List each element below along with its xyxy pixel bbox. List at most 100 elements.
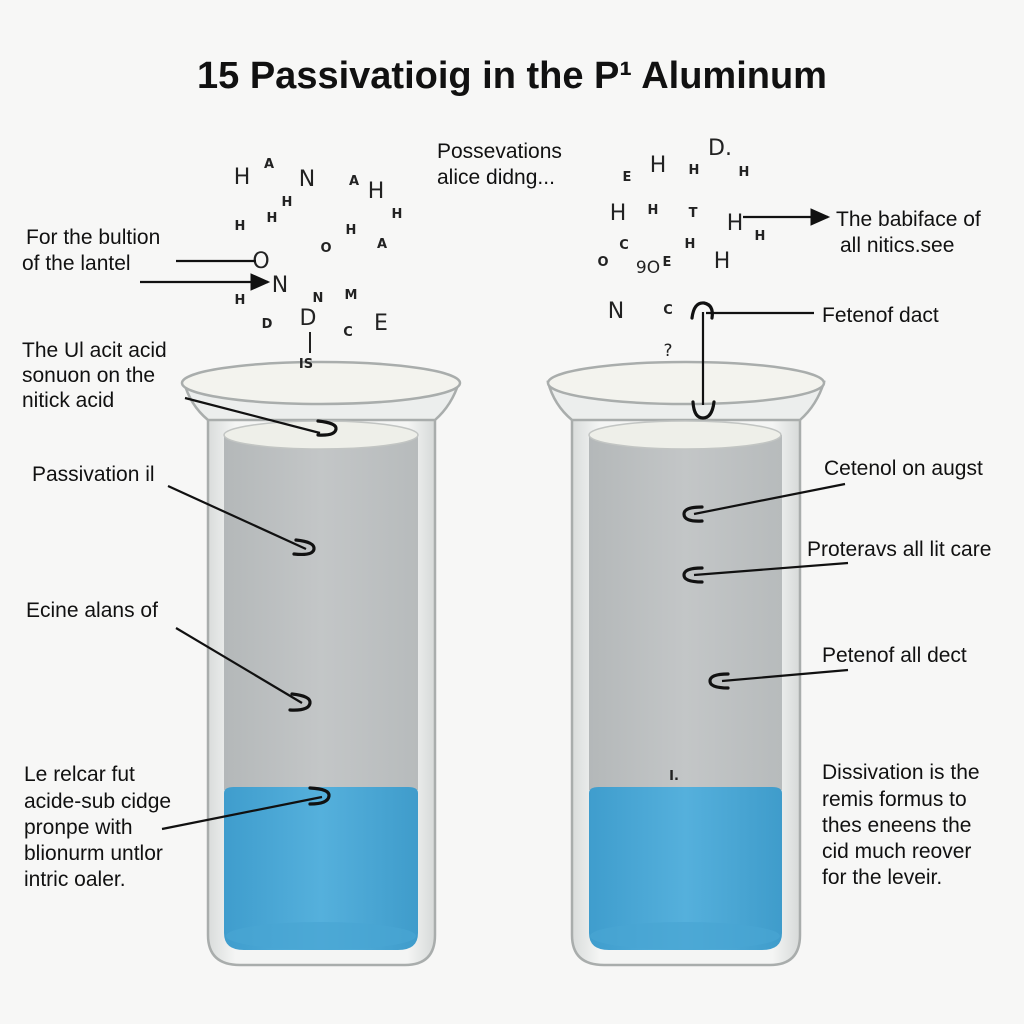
molecule-atom: C <box>619 238 629 253</box>
molecule-atom: N <box>313 291 324 306</box>
label-line: Fetenof dact <box>822 304 939 327</box>
left-molecule-cloud: H A N A H H H H H O H A O N H N M D D C … <box>234 157 403 372</box>
label-line: cid much reover <box>822 840 971 863</box>
molecule-atom: H <box>685 237 696 252</box>
hook-icon <box>292 538 316 557</box>
left-label-bultion: For the bultion of the lantel <box>22 226 271 291</box>
molecule-atom: H <box>368 179 385 204</box>
molecule-atom: ? <box>663 341 672 361</box>
right-label-dissivation: Dissivation is the remis formus to thes … <box>822 761 980 889</box>
molecule-atom: H <box>689 163 700 178</box>
left-test-tube <box>180 360 462 967</box>
hook-icon <box>708 672 730 690</box>
molecule-atom: H <box>235 219 246 234</box>
left-label-passivation: Passivation il <box>32 463 316 557</box>
molecule-atom: E <box>374 311 388 336</box>
label-line: Proteravs all lit care <box>807 538 991 561</box>
label-line: The babiface of <box>836 208 981 231</box>
left-blue-liquid <box>224 787 418 950</box>
hook-icon <box>316 419 338 437</box>
right-label-cetenol: Cetenol on augst <box>682 457 983 523</box>
label-line: Ecine alans of <box>26 599 158 622</box>
molecule-atom: E <box>663 255 672 270</box>
label-line: Passivation il <box>32 463 155 486</box>
molecule-atom: IS <box>299 357 313 372</box>
right-test-tube <box>546 360 826 967</box>
molecule-atom: N <box>299 167 315 192</box>
molecule-atom: E <box>623 170 632 185</box>
right-blue-liquid <box>589 787 782 950</box>
molecule-atom: D <box>262 317 273 332</box>
hook-icon <box>682 566 704 584</box>
right-molecule-cloud: E H D. H H H H T H H C H O 9O E H N C ? … <box>597 136 765 784</box>
right-label-petenof: Petenof all dect <box>708 644 967 690</box>
molecule-atom: 9O <box>636 258 660 278</box>
label-line: Le relcar fut <box>24 763 135 786</box>
molecule-atom: C <box>663 303 673 318</box>
molecule-atom: H <box>727 211 744 236</box>
molecule-atom: H <box>739 165 750 180</box>
molecule-atom: H <box>282 195 293 210</box>
left-label-relcar: Le relcar fut acide-sub cidge pronpe wit… <box>24 763 331 891</box>
label-line: of the lantel <box>22 252 131 275</box>
label-line: Dissivation is the <box>822 761 980 784</box>
leader-line <box>693 482 846 516</box>
leader-line <box>184 396 321 435</box>
molecule-atom: A <box>349 174 359 189</box>
molecule-atom: H <box>714 249 731 274</box>
label-line: for the leveir. <box>822 866 942 889</box>
right-label-fetenof: Fetenof dact <box>706 304 939 327</box>
hook-icon <box>691 400 716 420</box>
leader-line <box>693 561 849 577</box>
molecule-atom: H <box>650 153 667 178</box>
molecule-atom: H <box>235 293 246 308</box>
label-line: all nitics.see <box>840 234 954 257</box>
hook-icon <box>308 786 331 806</box>
molecule-atom: T <box>689 206 698 221</box>
left-label-acid-solution: The Ul acit acid sonuon on the nitick ac… <box>22 339 338 437</box>
molecule-atom: H <box>755 229 766 244</box>
label-line: The Ul acit acid <box>22 339 167 362</box>
molecule-atom: H <box>346 223 357 238</box>
leader-line <box>175 627 303 704</box>
molecule-atom: H <box>234 165 251 190</box>
leader-line <box>161 795 323 831</box>
molecule-atom: I. <box>669 769 679 784</box>
molecule-atom: A <box>264 157 274 172</box>
label-line: Possevations <box>437 140 562 163</box>
label-line: Petenof all dect <box>822 644 967 667</box>
label-line: sonuon on the <box>22 364 155 387</box>
hook-icon <box>682 505 704 523</box>
molecule-atom: O <box>320 241 331 256</box>
molecule-atom: N <box>272 273 288 298</box>
molecule-atom: M <box>345 288 358 303</box>
molecule-atom: A <box>377 237 387 252</box>
label-line: remis formus to <box>822 788 967 811</box>
molecule-atom: H <box>392 207 403 222</box>
leader-line <box>721 668 849 683</box>
molecule-atom: H <box>610 201 627 226</box>
molecule-atom: O <box>597 255 608 270</box>
label-line: nitick acid <box>22 389 114 412</box>
molecule-atom: H <box>648 203 659 218</box>
label-line: Cetenol on augst <box>824 457 983 480</box>
top-center-label: Possevations alice didng... <box>437 140 562 189</box>
molecule-atom: C <box>343 325 353 340</box>
right-label-babiface: The babiface of all nitics.see <box>743 208 981 257</box>
label-line: alice didng... <box>437 166 555 189</box>
hook-icon <box>288 692 312 712</box>
molecule-atom: O <box>252 249 269 274</box>
molecule-atom: N <box>608 299 624 324</box>
label-line: For the bultion <box>26 226 160 249</box>
label-line: acide-sub cidge <box>24 790 171 813</box>
label-line: pronpe with <box>24 816 133 839</box>
left-label-ecine: Ecine alans of <box>26 599 312 712</box>
molecule-atom: D <box>300 306 317 331</box>
hook-icon <box>690 301 714 320</box>
right-label-proteravs: Proteravs all lit care <box>682 538 991 584</box>
molecule-atom: H <box>267 211 278 226</box>
label-line: intric oaler. <box>24 868 126 891</box>
label-line: thes eneens the <box>822 814 971 837</box>
label-line: blionurm untlor <box>24 842 163 865</box>
